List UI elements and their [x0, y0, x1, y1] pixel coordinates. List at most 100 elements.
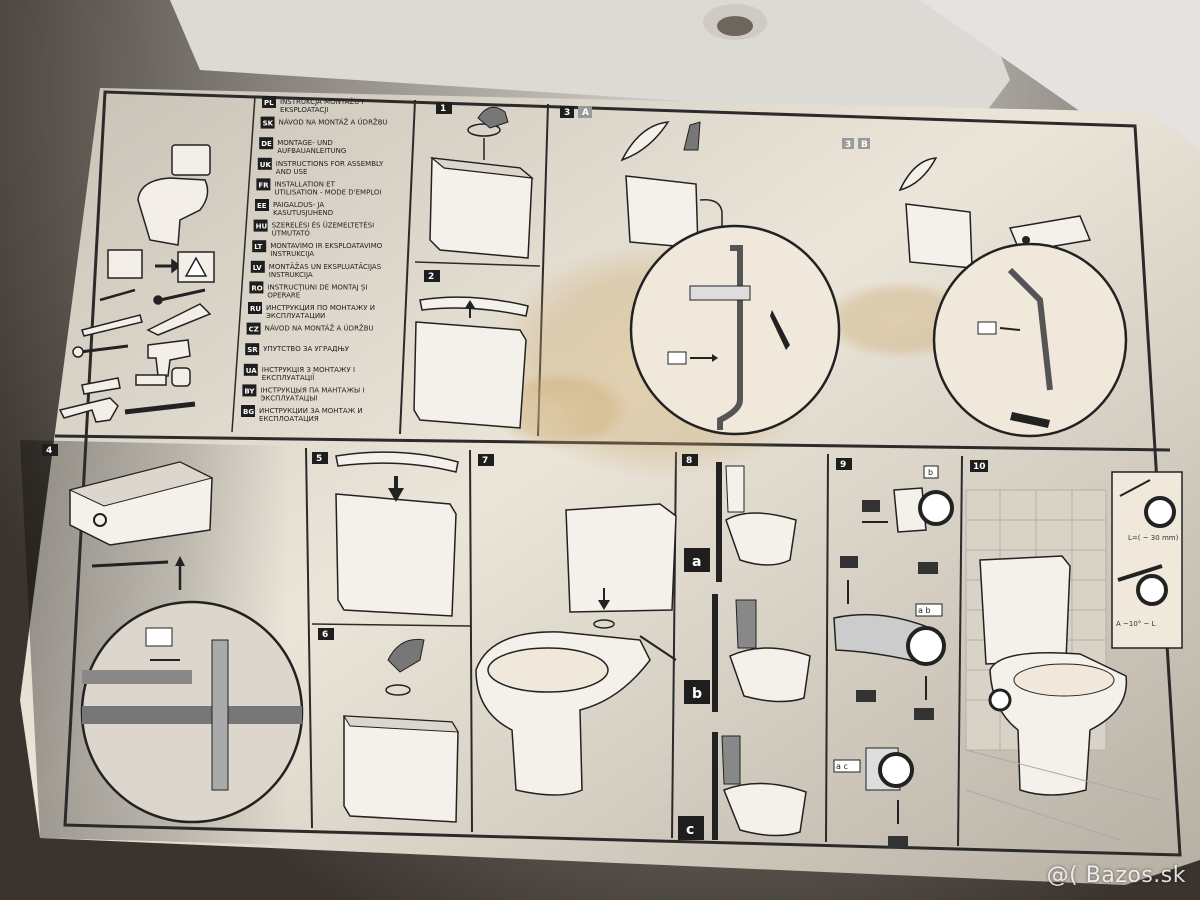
language-code: FR	[258, 181, 269, 189]
step-3-number: 3	[564, 108, 570, 118]
language-code-badge	[256, 178, 271, 191]
step-10-gap-dimension: L=( ~ 30 mm)	[1128, 534, 1179, 542]
step-1-number: 1	[440, 104, 446, 114]
step-3b-number: 3	[845, 140, 851, 150]
language-code: EE	[257, 202, 267, 210]
step-10-angle-dimension: A ~10° ~ L	[1116, 620, 1156, 628]
language-code: RU	[250, 305, 261, 313]
language-code-badge	[257, 157, 272, 170]
step-5-number: 5	[316, 454, 322, 464]
tools-panel	[58, 144, 215, 423]
language-code: UA	[246, 367, 257, 375]
language-code-badge	[250, 260, 265, 273]
language-row: CZ NÁVOD NA MONTÁŽ A ÚDRŽBU	[246, 322, 374, 335]
language-instruction-title: УПУТСТВО ЗА УГРАДЊУ	[263, 345, 350, 353]
language-code-badge	[243, 363, 258, 376]
language-code-badge	[260, 116, 275, 129]
language-code: PL	[264, 99, 274, 107]
language-code-badge	[246, 322, 261, 335]
ceramic-background	[170, 0, 1200, 240]
step-3b-panel: 3 B	[842, 138, 1128, 438]
step-8-variant-a: a	[692, 554, 701, 570]
step-3a-panel: 3 A	[560, 106, 841, 436]
step-8-variant-b: b	[692, 686, 702, 702]
step-1-panel: 1	[429, 102, 534, 259]
language-code: SK	[263, 120, 274, 128]
step-8-number: 8	[686, 456, 692, 466]
language-code: DE	[261, 140, 272, 148]
language-code-badge	[245, 343, 260, 356]
step-8-panel: 8 a b c	[678, 454, 811, 840]
language-code-badge	[242, 384, 257, 397]
step-10-number: 10	[973, 462, 986, 472]
step-4-number: 4	[46, 446, 52, 456]
step-6-number: 6	[322, 630, 328, 640]
step-3a-detail-circle	[629, 224, 841, 436]
language-code: BY	[244, 387, 255, 395]
language-code-badge	[262, 96, 276, 108]
language-code: SR	[247, 346, 258, 354]
sheet-frame	[63, 90, 1182, 857]
step-5-panel: 5	[312, 451, 459, 617]
step-9-number: 9	[840, 460, 846, 470]
step-10-panel: 10 L=( ~ 30 mm) A ~10° ~ L	[965, 460, 1183, 841]
language-code: CZ	[249, 326, 259, 334]
language-row: SR УПУТСТВО ЗА УГРАДЊУ	[245, 343, 350, 356]
bazos-watermark: @( Bazos.sk	[1046, 863, 1186, 888]
step-3b-detail-circle	[932, 242, 1128, 438]
language-code: UK	[260, 161, 272, 169]
language-code: BG	[243, 408, 254, 416]
step-9-panel: 9 b a b a c	[833, 458, 954, 848]
language-code-badge	[252, 240, 267, 253]
step-7-panel: 7	[475, 454, 677, 796]
step-3b-variant: B	[861, 140, 868, 150]
step-3-variant-a: A	[582, 108, 589, 118]
step-9-label-ac: a c	[836, 762, 848, 771]
language-instruction-title: NÁVOD NA MONTÁŽ A ÚDRŽBU	[279, 118, 388, 127]
language-code-badge	[259, 137, 274, 150]
language-code-badge	[241, 405, 255, 417]
language-code-badge	[255, 199, 269, 211]
language-code: HU	[256, 223, 268, 231]
language-code: RO	[251, 284, 262, 292]
step-2-number: 2	[428, 272, 434, 282]
step-8-variant-c: c	[686, 822, 694, 838]
step-9-label-b: b	[928, 468, 933, 477]
language-row: SK NÁVOD NA MONTÁŽ A ÚDRŽBU	[260, 116, 388, 129]
language-code: LT	[254, 243, 262, 251]
language-instruction-title: NÁVOD NA MONTÁŽ A ÚDRŽBU	[265, 324, 374, 333]
language-code: LV	[253, 264, 262, 272]
language-code-badge	[253, 219, 268, 232]
step-2-panel: 2	[413, 270, 529, 429]
step-7-number: 7	[482, 456, 488, 466]
language-code-badge	[248, 302, 262, 314]
step-9-label-ab: a b	[918, 606, 931, 615]
